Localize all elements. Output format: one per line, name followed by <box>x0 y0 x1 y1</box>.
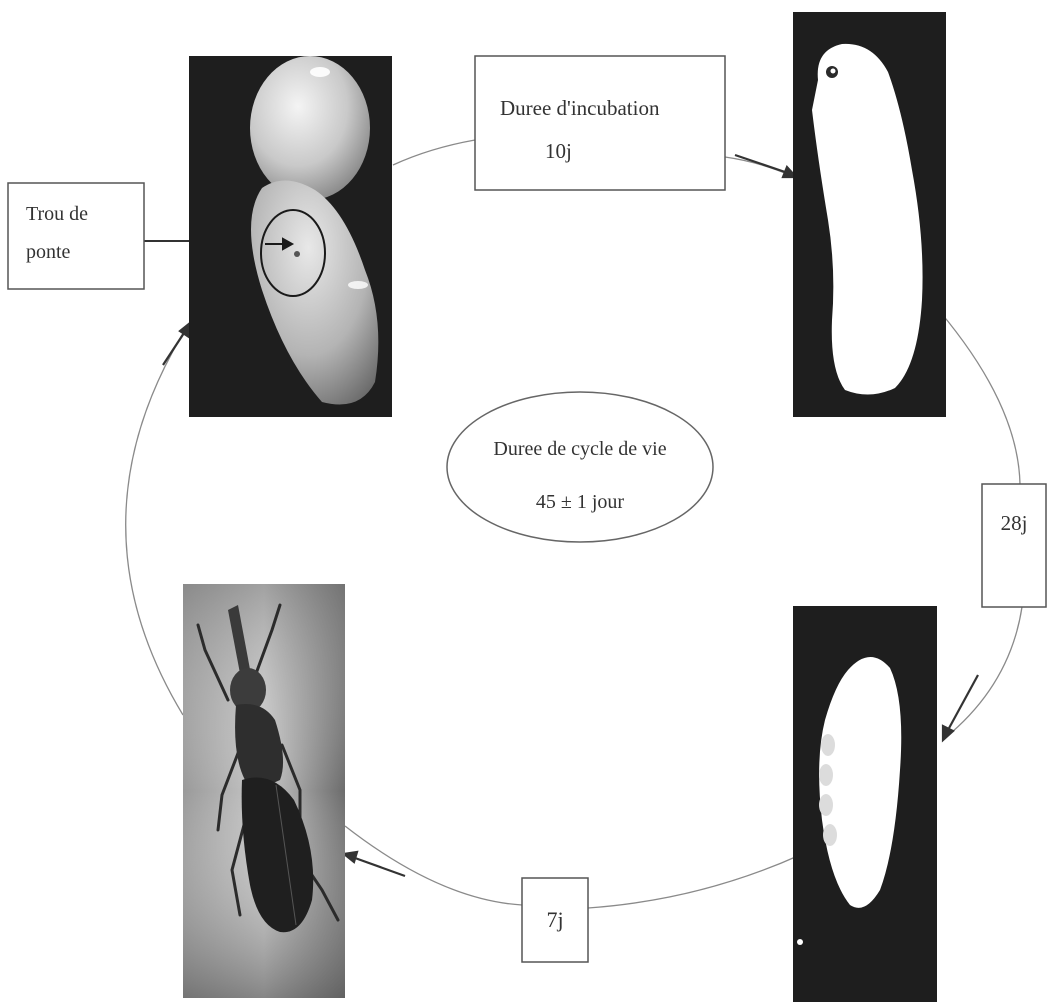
pupa-duration: 7j <box>546 907 563 932</box>
larva-duration-box: 28j <box>982 484 1046 607</box>
line-7j-box-to-adult <box>345 826 522 905</box>
cycle-duration-ellipse: Duree de cycle de vie 45 ± 1 jour <box>447 392 713 542</box>
incubation-duration: 10j <box>545 139 572 163</box>
pupa-duration-box: 7j <box>522 878 588 962</box>
arrow-to-pupa-icon <box>943 675 978 740</box>
egg-photo <box>189 56 392 417</box>
arrow-to-adult-icon <box>344 852 405 876</box>
line-adult-to-egg <box>126 322 190 715</box>
egg-hole-label-box: Trou de ponte <box>8 183 144 289</box>
incubation-label-box: Duree d'incubation 10j <box>475 56 725 190</box>
line-duration-box-to-pupa <box>945 607 1022 738</box>
incubation-label: Duree d'incubation <box>500 96 660 120</box>
arrow-to-larva-icon <box>735 155 796 177</box>
pupa-photo <box>793 606 937 1002</box>
egg-shape-top <box>250 56 370 200</box>
line-pupa-to-7j-box <box>588 855 800 908</box>
line-egg-to-incubation-box <box>393 140 475 165</box>
larva-photo <box>793 12 946 417</box>
egg-hole-label-line2: ponte <box>26 241 71 263</box>
larva-duration: 28j <box>1001 511 1028 535</box>
egg-hole-label-line1: Trou de <box>26 203 88 225</box>
arrow-to-egg-icon <box>163 323 190 365</box>
line-incubation-box-to-larva <box>725 157 792 176</box>
adult-photo <box>183 584 345 998</box>
cycle-duration-label: Duree de cycle de vie <box>493 438 666 460</box>
cycle-duration-value: 45 ± 1 jour <box>536 491 625 513</box>
